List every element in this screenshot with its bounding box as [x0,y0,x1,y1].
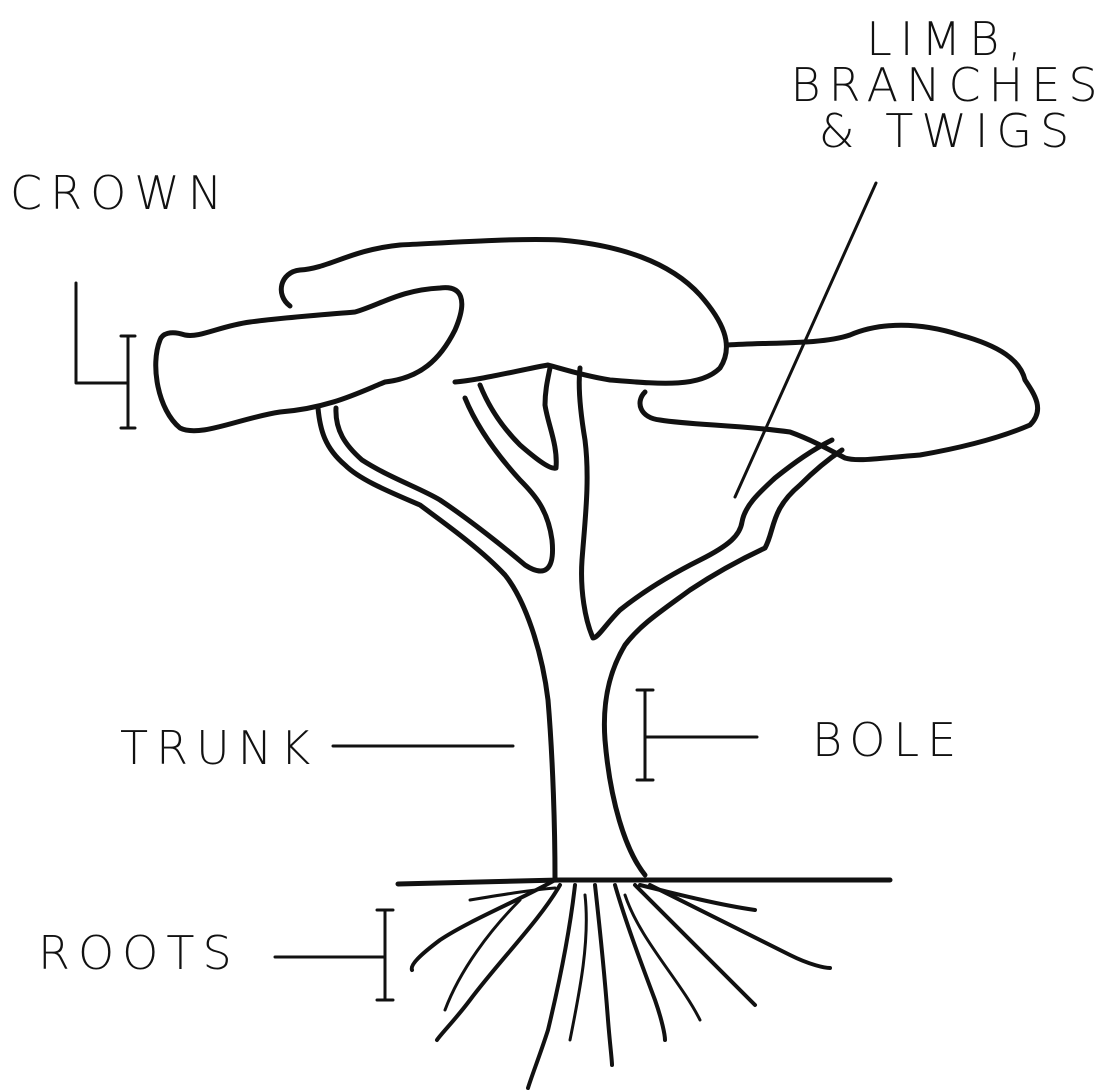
ground-line [398,880,890,884]
trunk-label: TRUNK [120,725,318,771]
bole-label: BOLE [812,717,964,763]
limb-label-line-1: LIMB, [780,16,1116,62]
canopy-right-lobe [640,325,1038,459]
limb-leader-line [735,183,876,497]
canopy-left-lobe [156,288,462,431]
trunk-right-edge [604,450,842,875]
crown-label: CROWN [10,170,230,216]
crown-bracket [76,283,128,383]
limb-label-line-3: & TWIGS [780,108,1116,154]
limb-branches-twigs-label: LIMB, BRANCHES & TWIGS [780,16,1116,154]
roots-label: ROOTS [38,930,240,976]
roots-illustration [412,880,830,1088]
limb-label-line-2: BRANCHES [780,62,1116,108]
